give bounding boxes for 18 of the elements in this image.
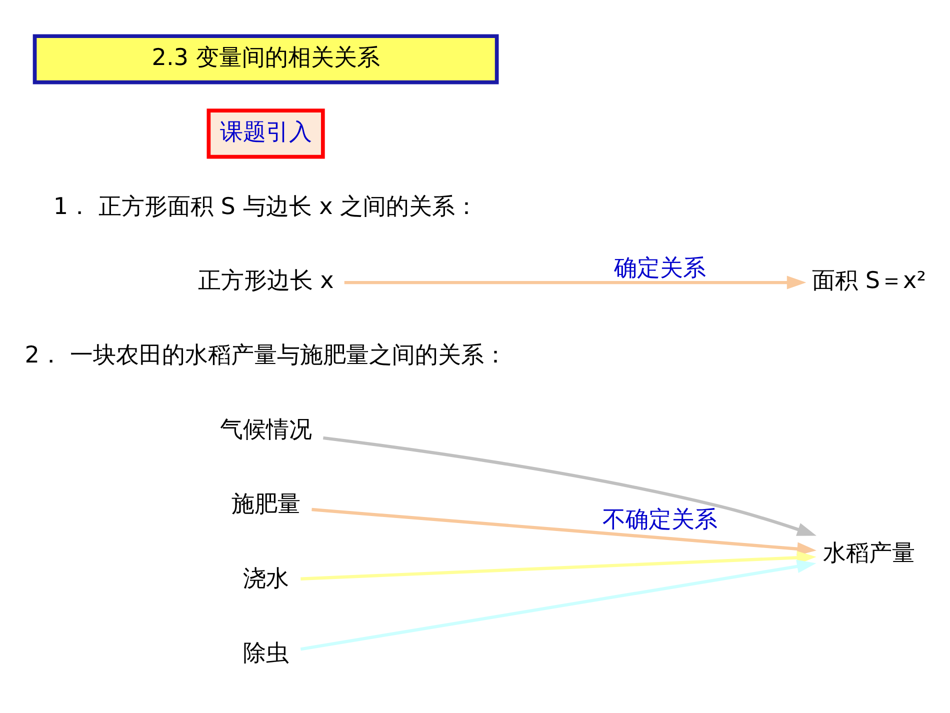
node-text: 浇水 [242, 565, 289, 592]
node-text: 气候情况 [220, 416, 312, 443]
node-text: 正方形边长 x [198, 268, 334, 294]
arrow [344, 275, 806, 289]
node-text: 面积 S＝x² [812, 268, 926, 294]
arrow [312, 507, 816, 556]
node-text: 除虫 [242, 640, 289, 666]
arrow [323, 436, 816, 536]
edge-label: 不确定关系 [602, 506, 718, 532]
arrow [300, 550, 816, 580]
edge-label: 确定关系 [614, 254, 706, 281]
arrow [300, 559, 816, 650]
node-box: 2.3 变量间的相关关系 [32, 34, 499, 84]
node-text: 水稻产量 [823, 540, 916, 566]
node-text: 施肥量 [231, 491, 300, 518]
label: 1． 正方形面积 S 与边长 x 之间的关系： [53, 193, 478, 220]
node-box: 课题引入 [206, 108, 325, 158]
label: 2． 一块农田的水稻产量与施肥量之间的关系： [24, 342, 507, 368]
